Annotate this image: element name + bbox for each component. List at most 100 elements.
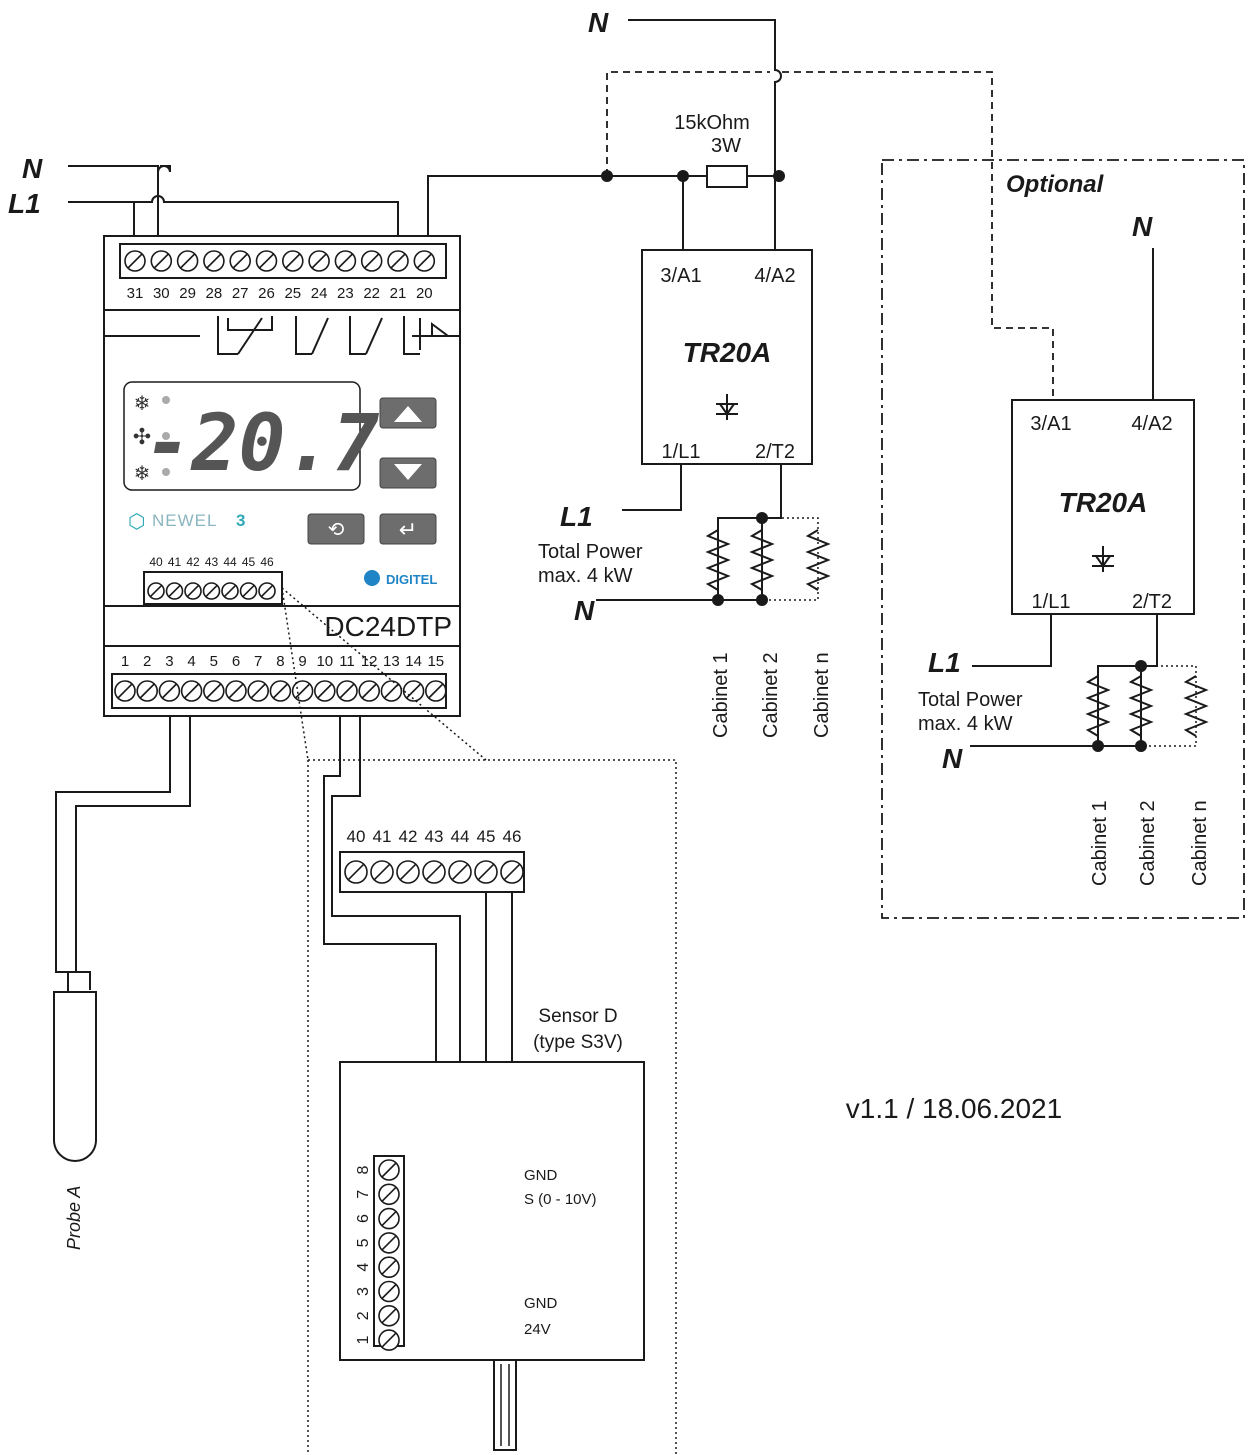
relay-main-name: TR20A [683,337,772,368]
ext-wiring-region [307,759,677,1455]
terminal-number: 31 [127,285,144,302]
defrost-icon: ❄ [134,393,151,415]
terminal-number: 8 [276,653,284,670]
terminal-number: 10 [316,653,333,670]
terminal-number: 20 [416,285,433,302]
relay-main-t2: 2/T2 [755,441,795,463]
terminal-number: 13 [383,653,400,670]
terminal-number: 4 [355,1263,372,1272]
relay-opt-l1: 1/L1 [1032,591,1071,613]
terminal-number: 11 [339,653,355,670]
resistor-power: 3W [711,135,741,157]
triac-icon [1092,546,1114,572]
terminal-number: 40 [347,827,366,846]
relay-main-cabinet-1: Cabinet 1 [710,652,732,738]
terminal-number: 7 [355,1190,372,1199]
relay-main: 3/A1 4/A2 TR20A 1/L1 2/T2 L1 Total Power… [538,249,833,738]
terminal-number: 5 [210,653,218,670]
relay-opt-power-1: Total Power [918,689,1023,711]
enter-button[interactable]: ↵ [379,513,437,545]
terminal-number: 1 [121,653,129,670]
terminal-number: 12 [361,653,378,670]
relay-opt-a2: 4/A2 [1131,413,1172,435]
down-button[interactable] [379,457,437,489]
terminal-number: 40 [149,555,163,569]
terminal-number: 9 [298,653,306,670]
terminal-number: 42 [186,555,200,569]
relay-main-power-1: Total Power [538,541,643,563]
relay-opt-cabinet-2: Cabinet 2 [1137,800,1159,886]
led-indicator [162,468,170,476]
relay-opt-cabinet-1: Cabinet 1 [1089,800,1111,886]
terminal-number: 43 [425,827,444,846]
digitel-logo: DIGITEL [386,572,437,587]
newel-logo: NEWEL [152,511,217,530]
terminal-number: 46 [503,827,522,846]
relay-opt-l1-supply: L1 [928,647,961,678]
loop-button[interactable]: ⟲ [307,513,365,545]
relay-main-l1: 1/L1 [662,441,701,463]
fan-icon: ✣ [133,424,151,449]
controller-model: DC24DTP [324,611,452,642]
display-panel [123,381,361,491]
terminal-number: 22 [363,285,380,302]
triac-icon [716,394,738,420]
terminal-number: 45 [242,555,256,569]
terminal-number: 6 [232,653,240,670]
relay-main-a1: 3/A1 [660,265,701,287]
terminal-number: 26 [258,285,275,302]
terminal-number: 2 [355,1311,372,1320]
junction-node [773,170,785,182]
relay-opt-name: TR20A [1059,487,1148,518]
terminal-number: 45 [477,827,496,846]
optional-n-label: N [1132,211,1153,242]
sensor-type: (type S3V) [533,1032,623,1053]
relay-opt-t2: 2/T2 [1132,591,1172,613]
terminal-number: 46 [260,555,274,569]
terminal-number: 7 [254,653,262,670]
terminal-number: 4 [187,653,195,670]
newel-logo-icon: ⬡ [128,511,145,533]
relay-opt-power-2: max. 4 kW [918,713,1013,735]
terminal-number: 44 [451,827,470,846]
probe-a: Probe A [53,716,191,1250]
version-label: v1.1 / 18.06.2021 [846,1093,1062,1124]
terminal-number: 6 [355,1214,372,1223]
snowflake-icon: ❄ [134,463,151,485]
terminal-number: 1 [355,1336,372,1345]
loop-icon: ⟲ [328,519,345,541]
relay-main-cabinet-n: Cabinet n [811,652,833,738]
probe-label: Probe A [64,1186,84,1250]
relay-optional: 3/A1 4/A2 TR20A 1/L1 2/T2 L1 Total Power… [918,399,1211,886]
terminal-number: 43 [205,555,219,569]
up-button[interactable] [379,397,437,429]
terminal-number: 28 [206,285,223,302]
sensor-24v: 24V [524,1321,551,1338]
supply-wires [68,19,782,250]
temperature-display: -20.7 [145,399,380,489]
led-indicator [162,396,170,404]
terminal-number: 29 [179,285,196,302]
relay-opt-n-supply: N [942,743,963,774]
supply-l1-label: L1 [8,188,41,219]
terminal-number: 44 [223,555,237,569]
terminal-number: 41 [168,555,182,569]
relay-main-l1-supply: L1 [560,501,593,532]
terminal-number: 30 [153,285,170,302]
relay-opt-a1: 3/A1 [1030,413,1071,435]
optional-section-label: Optional [1006,171,1105,198]
relay-main-cabinet-2: Cabinet 2 [760,652,782,738]
resistor-value: 15kOhm [674,112,750,134]
sensor-gnd-bottom: GND [524,1295,558,1312]
terminal-number: 25 [284,285,301,302]
relay-main-a2: 4/A2 [754,265,795,287]
supply-n-label: N [22,153,43,184]
terminal-number: 14 [405,653,422,670]
resistor: 15kOhm 3W [674,112,750,188]
terminal-number: 24 [311,285,328,302]
enter-icon: ↵ [399,517,417,542]
newel-logo-suffix: 3 [236,511,245,530]
